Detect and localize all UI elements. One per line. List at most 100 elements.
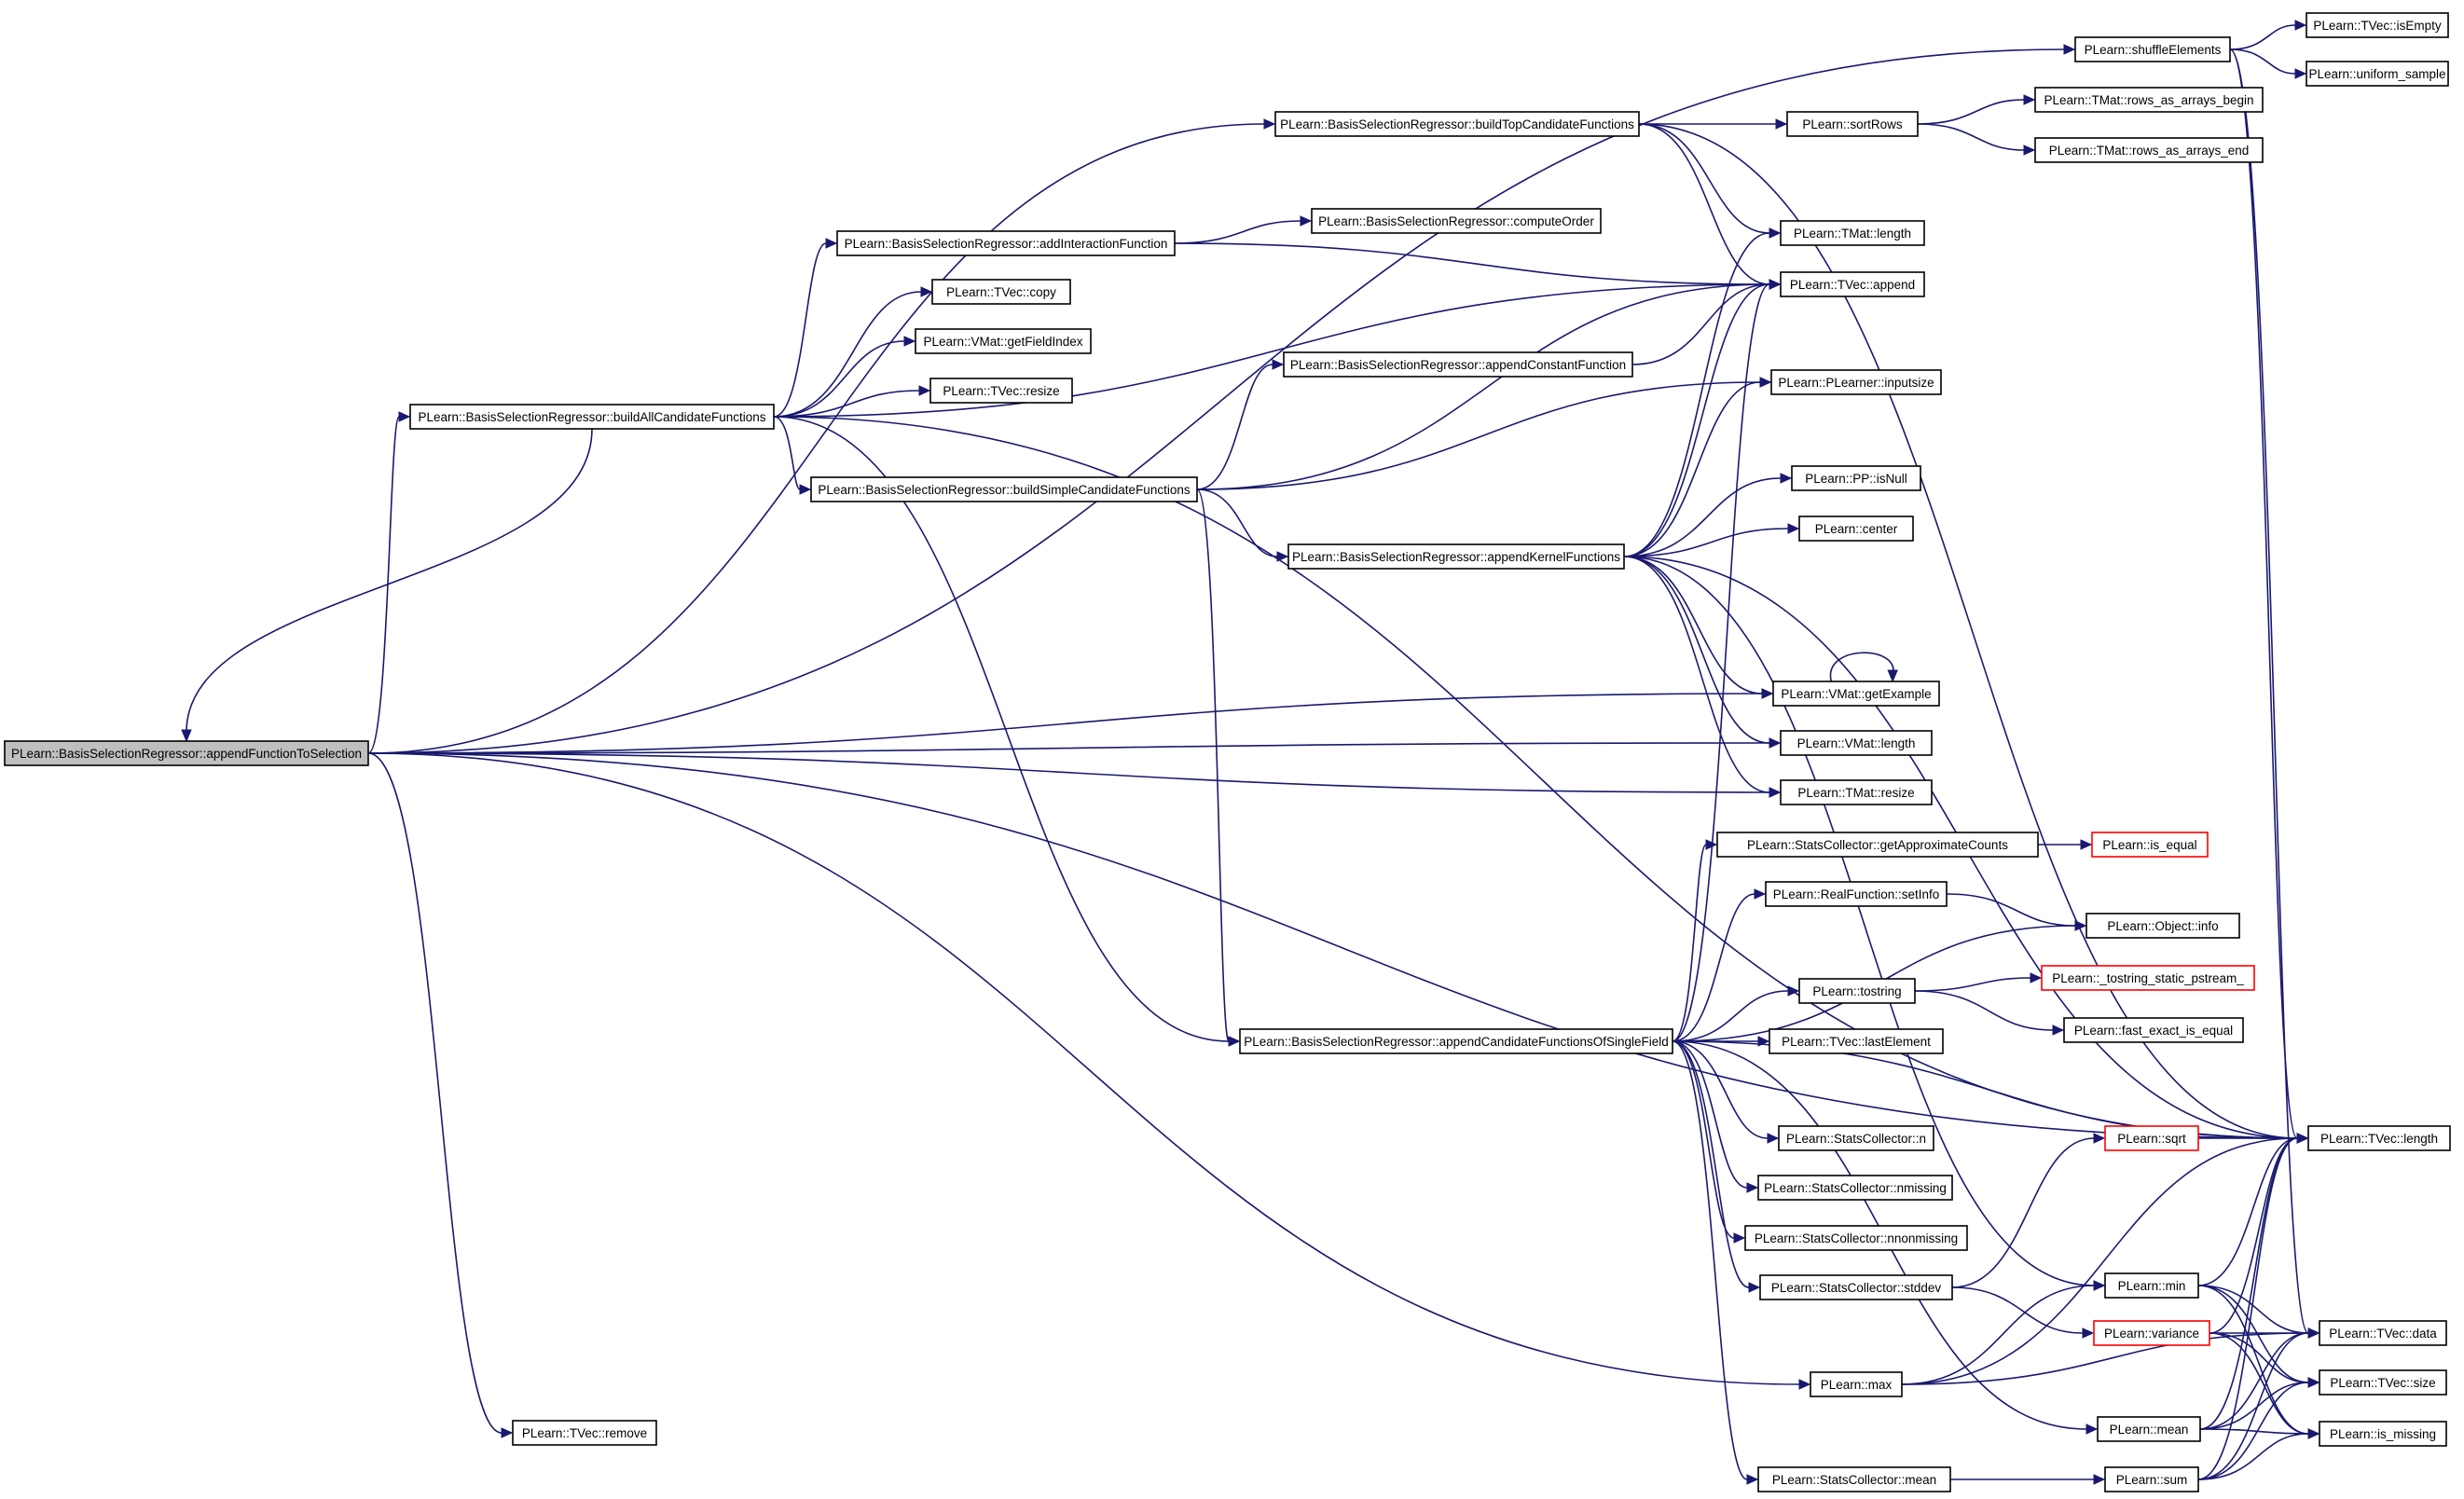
node-box[interactable] bbox=[1810, 1371, 1903, 1397]
node-plearner-inputsize[interactable]: PLearn::PLearner::inputsize bbox=[1770, 369, 1942, 395]
node-basis-selection-regressor-build-top-candidate-functions[interactable]: PLearn::BasisSelectionRegressor::buildTo… bbox=[1274, 111, 1640, 137]
node-box[interactable] bbox=[915, 328, 1092, 354]
node-box[interactable] bbox=[2306, 12, 2449, 38]
node-is-equal[interactable]: PLearn::is_equal bbox=[2091, 832, 2209, 858]
node-vmat-length[interactable]: PLearn::VMat::length bbox=[1780, 730, 1933, 756]
node-box[interactable] bbox=[1791, 465, 1921, 491]
node-box[interactable] bbox=[1780, 779, 1933, 805]
node-box[interactable] bbox=[1283, 351, 1633, 378]
node-box[interactable] bbox=[1716, 832, 2039, 858]
node-tvec-remove[interactable]: PLearn::TVec::remove bbox=[512, 1420, 657, 1446]
node-box[interactable] bbox=[931, 279, 1071, 305]
node-box[interactable] bbox=[810, 476, 1198, 502]
node-box[interactable] bbox=[1770, 369, 1942, 395]
node-center[interactable]: PLearn::center bbox=[1798, 516, 1914, 542]
node-object-info[interactable]: PLearn::Object::info bbox=[2085, 913, 2240, 939]
node-variance[interactable]: PLearn::variance bbox=[2093, 1320, 2210, 1346]
node-basis-selection-regressor-append-kernel-functions[interactable]: PLearn::BasisSelectionRegressor::appendK… bbox=[1287, 543, 1625, 570]
node-box[interactable] bbox=[2091, 832, 2209, 858]
node-mean[interactable]: PLearn::mean bbox=[2097, 1416, 2201, 1442]
node-basis-selection-regressor-compute-order[interactable]: PLearn::BasisSelectionRegressor::compute… bbox=[1311, 208, 1602, 234]
node-box[interactable] bbox=[1274, 111, 1640, 137]
node-shuffle-elements[interactable]: PLearn::shuffleElements bbox=[2074, 36, 2231, 62]
node-box[interactable] bbox=[2034, 137, 2264, 163]
node-box[interactable] bbox=[1772, 681, 1940, 707]
node-box[interactable] bbox=[1798, 978, 1916, 1004]
node-is-missing[interactable]: PLearn::is_missing bbox=[2319, 1421, 2447, 1447]
node-box[interactable] bbox=[2041, 965, 2255, 991]
node-box[interactable] bbox=[512, 1420, 657, 1446]
node-box[interactable] bbox=[2097, 1416, 2201, 1442]
node-stats-collector-nmissing[interactable]: PLearn::StatsCollector::nmissing bbox=[1757, 1175, 1953, 1201]
node-sum[interactable]: PLearn::sum bbox=[2104, 1466, 2199, 1492]
node-stats-collector-mean[interactable]: PLearn::StatsCollector::mean bbox=[1757, 1466, 1951, 1492]
node-tvec-size[interactable]: PLearn::TVec::size bbox=[2319, 1369, 2447, 1396]
node-box[interactable] bbox=[1786, 111, 1919, 137]
node-basis-selection-regressor-build-all-candidate-functions[interactable]: PLearn::BasisSelectionRegressor::buildAl… bbox=[409, 404, 775, 430]
node-box[interactable] bbox=[1239, 1028, 1673, 1054]
node-box[interactable] bbox=[2104, 1272, 2199, 1299]
node-tvec-data[interactable]: PLearn::TVec::data bbox=[2319, 1320, 2447, 1346]
node-tostring[interactable]: PLearn::tostring bbox=[1798, 978, 1916, 1004]
node-box[interactable] bbox=[1798, 516, 1914, 542]
node-tostring-static-pstream-[interactable]: PLearn::_tostring_static_pstream_ bbox=[2041, 965, 2255, 991]
node-uniform-sample[interactable]: PLearn::uniform_sample bbox=[2306, 61, 2449, 87]
node-tmat-rows-as-arrays-end[interactable]: PLearn::TMat::rows_as_arrays_end bbox=[2034, 137, 2264, 163]
node-tvec-copy[interactable]: PLearn::TVec::copy bbox=[931, 279, 1071, 305]
node-box[interactable] bbox=[2093, 1320, 2210, 1346]
node-box[interactable] bbox=[1744, 1225, 1968, 1251]
node-box[interactable] bbox=[1778, 1125, 1934, 1151]
node-pp-is-null[interactable]: PLearn::PP::isNull bbox=[1791, 465, 1921, 491]
node-box[interactable] bbox=[4, 740, 369, 766]
node-tvec-length[interactable]: PLearn::TVec::length bbox=[2307, 1125, 2451, 1151]
node-box[interactable] bbox=[2034, 87, 2264, 113]
node-box[interactable] bbox=[1780, 271, 1925, 297]
node-tvec-resize[interactable]: PLearn::TVec::resize bbox=[929, 378, 1073, 404]
node-box[interactable] bbox=[1757, 1175, 1953, 1201]
node-tmat-rows-as-arrays-begin[interactable]: PLearn::TMat::rows_as_arrays_begin bbox=[2034, 87, 2264, 113]
node-stats-collector-get-approximate-counts[interactable]: PLearn::StatsCollector::getApproximateCo… bbox=[1716, 832, 2039, 858]
node-box[interactable] bbox=[2319, 1320, 2447, 1346]
node-sort-rows[interactable]: PLearn::sortRows bbox=[1786, 111, 1919, 137]
node-basis-selection-regressor-add-interaction-function[interactable]: PLearn::BasisSelectionRegressor::addInte… bbox=[836, 230, 1176, 256]
node-box[interactable] bbox=[1759, 1274, 1953, 1300]
node-box[interactable] bbox=[2306, 61, 2449, 87]
node-vmat-get-example[interactable]: PLearn::VMat::getExample bbox=[1772, 681, 1940, 707]
node-box[interactable] bbox=[2063, 1017, 2244, 1043]
node-stats-collector-nnonmissing[interactable]: PLearn::StatsCollector::nnonmissing bbox=[1744, 1225, 1968, 1251]
node-basis-selection-regressor-append-function-to-selection[interactable]: PLearn::BasisSelectionRegressor::appendF… bbox=[4, 740, 369, 766]
node-box[interactable] bbox=[1311, 208, 1602, 234]
node-tmat-resize[interactable]: PLearn::TMat::resize bbox=[1780, 779, 1933, 805]
node-box[interactable] bbox=[2104, 1466, 2199, 1492]
node-box[interactable] bbox=[2074, 36, 2231, 62]
node-tvec-is-empty[interactable]: PLearn::TVec::isEmpty bbox=[2306, 12, 2449, 38]
node-box[interactable] bbox=[2104, 1125, 2199, 1151]
node-box[interactable] bbox=[1769, 1028, 1944, 1054]
node-stats-collector-n[interactable]: PLearn::StatsCollector::n bbox=[1778, 1125, 1934, 1151]
node-box[interactable] bbox=[1765, 881, 1948, 907]
node-box[interactable] bbox=[836, 230, 1176, 256]
node-box[interactable] bbox=[1757, 1466, 1951, 1492]
node-box[interactable] bbox=[1780, 730, 1933, 756]
node-box[interactable] bbox=[1287, 543, 1625, 570]
node-box[interactable] bbox=[2307, 1125, 2451, 1151]
node-basis-selection-regressor-build-simple-candidate-functions[interactable]: PLearn::BasisSelectionRegressor::buildSi… bbox=[810, 476, 1198, 502]
node-tvec-append[interactable]: PLearn::TVec::append bbox=[1780, 271, 1925, 297]
node-basis-selection-regressor-append-candidate-functions-of-single-field[interactable]: PLearn::BasisSelectionRegressor::appendC… bbox=[1239, 1028, 1673, 1054]
node-min[interactable]: PLearn::min bbox=[2104, 1272, 2199, 1299]
node-fast-exact-is-equal[interactable]: PLearn::fast_exact_is_equal bbox=[2063, 1017, 2244, 1043]
node-box[interactable] bbox=[929, 378, 1073, 404]
node-tvec-last-element[interactable]: PLearn::TVec::lastElement bbox=[1769, 1028, 1944, 1054]
node-box[interactable] bbox=[2319, 1369, 2447, 1396]
node-basis-selection-regressor-append-constant-function[interactable]: PLearn::BasisSelectionRegressor::appendC… bbox=[1283, 351, 1633, 378]
node-stats-collector-stddev[interactable]: PLearn::StatsCollector::stddev bbox=[1759, 1274, 1953, 1300]
node-vmat-get-field-index[interactable]: PLearn::VMat::getFieldIndex bbox=[915, 328, 1092, 354]
node-box[interactable] bbox=[2319, 1421, 2447, 1447]
node-box[interactable] bbox=[409, 404, 775, 430]
node-real-function-set-info[interactable]: PLearn::RealFunction::setInfo bbox=[1765, 881, 1948, 907]
node-box[interactable] bbox=[2085, 913, 2240, 939]
node-max[interactable]: PLearn::max bbox=[1810, 1371, 1903, 1397]
node-sqrt[interactable]: PLearn::sqrt bbox=[2104, 1125, 2199, 1151]
node-tmat-length[interactable]: PLearn::TMat::length bbox=[1780, 220, 1925, 246]
node-box[interactable] bbox=[1780, 220, 1925, 246]
